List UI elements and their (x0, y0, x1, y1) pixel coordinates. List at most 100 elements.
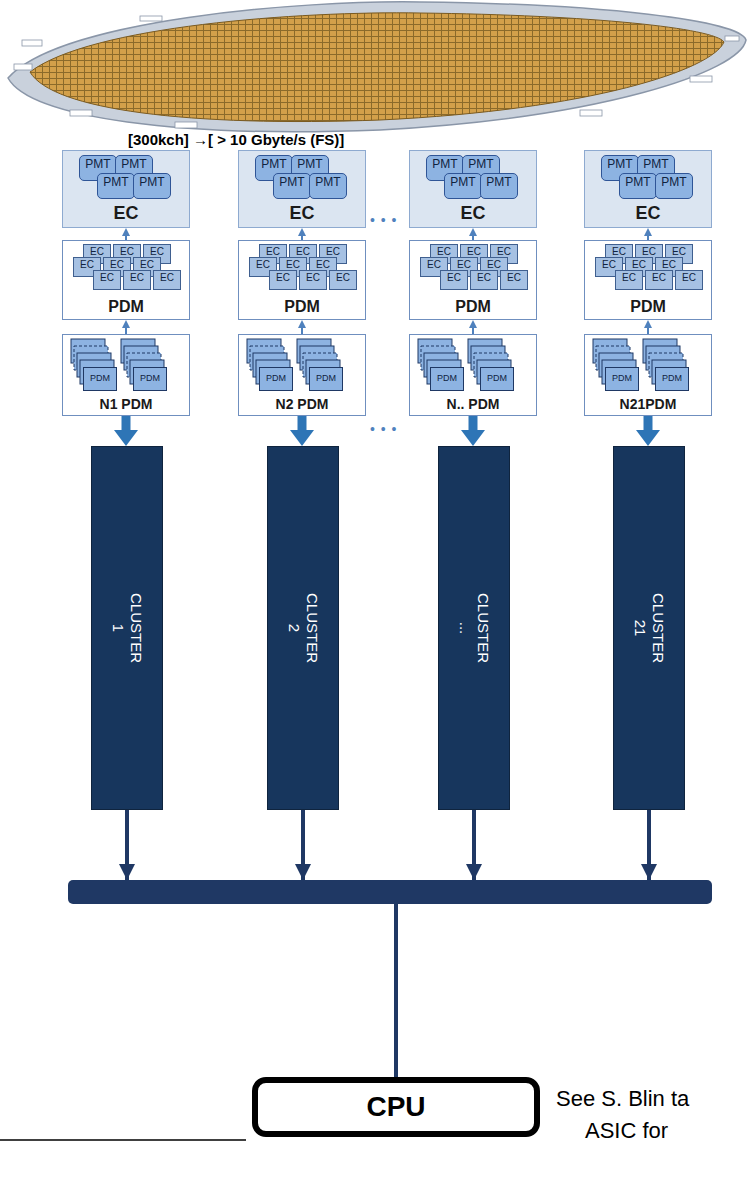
ec-box: EC PMT PMT PMT PMT (584, 150, 712, 228)
pmt-box: PMT (133, 173, 171, 199)
box-label: PDM (487, 374, 507, 384)
pdms-box: PDM (430, 367, 464, 391)
box-label: PMT (607, 158, 632, 171)
box-label: EC (150, 246, 164, 257)
box-label: PMT (103, 176, 128, 189)
box-label: PMT (643, 158, 668, 171)
ec-box: ECPMTPMTPMTPMT (238, 150, 366, 228)
box-label: PMT (297, 158, 322, 171)
box-label: PMT (279, 176, 304, 189)
box-label: PMT (139, 176, 164, 189)
box-label: CLUSTER 21 (631, 593, 667, 663)
cluster-box: CLUSTER ... (438, 446, 510, 810)
ecs-box: EC (269, 270, 297, 290)
pdms-box: PDM (309, 367, 343, 391)
box-label: PMT (85, 158, 110, 171)
pdm-box: PDMECECECECECECECECEC (62, 240, 190, 320)
box-label: N.. PDM (447, 397, 500, 412)
box-label: EC (672, 246, 686, 257)
cluster-box: CLUSTER 21 (613, 446, 685, 810)
box-label: PMT (432, 158, 457, 171)
box-label: EC (460, 204, 485, 224)
box-label: EC (90, 246, 104, 257)
box-label: EC (632, 259, 646, 270)
box-label: EC (447, 272, 461, 283)
box-label: EC (256, 259, 270, 270)
pmt-box: PMT (273, 173, 311, 199)
box-label: PDM (284, 298, 320, 316)
box-label: PDM (612, 374, 632, 384)
ecs-box: EC (440, 270, 468, 290)
box-label: EC (120, 246, 134, 257)
box-label: EC (306, 272, 320, 283)
box-label: EC (140, 259, 154, 270)
box-label: EC (276, 272, 290, 283)
focal-surface-frame (8, 2, 746, 132)
footnote-text: ASIC for (585, 1118, 668, 1144)
box-label: PMT (625, 176, 650, 189)
box-label: PDM (108, 298, 144, 316)
ecs-box: EC (123, 270, 151, 290)
box-label: PMT (315, 176, 340, 189)
pdms-box: PDM (83, 367, 117, 391)
bandwidth-note: [300kch] →[ > 10 Gbyte/s (FS)] (128, 131, 344, 148)
box-label: PMT (450, 176, 475, 189)
continuation-dots: • • • (370, 212, 397, 228)
pmt-box: PMT (655, 173, 693, 199)
pdms-box: PDM (480, 367, 514, 391)
box-label: EC (642, 246, 656, 257)
box-label: EC (635, 204, 660, 224)
box-label: EC (467, 246, 481, 257)
pmt-box: PMT (444, 173, 482, 199)
thick-arrow (298, 416, 307, 430)
box-label: PMT (261, 158, 286, 171)
box-label: EC (662, 259, 676, 270)
ecs-box: EC (93, 270, 121, 290)
bus-line (396, 810, 474, 1077)
box-label: PDM (90, 374, 110, 384)
box-label: PMT (121, 158, 146, 171)
bus-line (303, 810, 396, 1077)
box-label: EC (622, 272, 636, 283)
pdms-box: PDM (133, 367, 167, 391)
box-label: PDM (266, 374, 286, 384)
pdm-box: PDMECECECECECECECECEC (238, 240, 366, 320)
ecs-box: EC (153, 270, 181, 290)
box-label: EC (110, 259, 124, 270)
ecs-box: EC (470, 270, 498, 290)
npdm-box: N1 PDM PDM PDM (62, 334, 190, 416)
box-label: PMT (486, 176, 511, 189)
box-label: PDM (437, 374, 457, 384)
footnote-text: See S. Blin ta (556, 1086, 689, 1112)
cpu-box: CPU (252, 1077, 540, 1137)
thick-arrow (644, 416, 653, 430)
box-label: PMT (468, 158, 493, 171)
box-label: EC (266, 246, 280, 257)
npdm-box: N.. PDM PDM PDM (409, 334, 537, 416)
box-label: EC (477, 272, 491, 283)
pdms-box: PDM (605, 367, 639, 391)
box-label: PMT (661, 176, 686, 189)
cluster-box: CLUSTER 1 (91, 446, 163, 810)
box-label: EC (100, 272, 114, 283)
cluster-box: CLUSTER 2 (267, 446, 339, 810)
box-label: CLUSTER ... (456, 593, 492, 663)
box-label: EC (652, 272, 666, 283)
box-label: EC (682, 272, 696, 283)
ecs-box: EC (645, 270, 673, 290)
npdm-box: N21PDMPDMPDM (584, 334, 712, 416)
box-label: CLUSTER 1 (109, 593, 145, 663)
ecs-box: EC (329, 270, 357, 290)
box-label: EC (602, 259, 616, 270)
box-label: EC (487, 259, 501, 270)
footnote-rule (0, 1139, 246, 1141)
pmt-box: PMT (480, 173, 518, 199)
box-label: EC (437, 246, 451, 257)
box-label: PDM (630, 298, 666, 316)
box-label: PDM (455, 298, 491, 316)
pdms-box: PDM (655, 367, 689, 391)
box-label: N1 PDM (100, 397, 153, 412)
box-label: EC (286, 259, 300, 270)
